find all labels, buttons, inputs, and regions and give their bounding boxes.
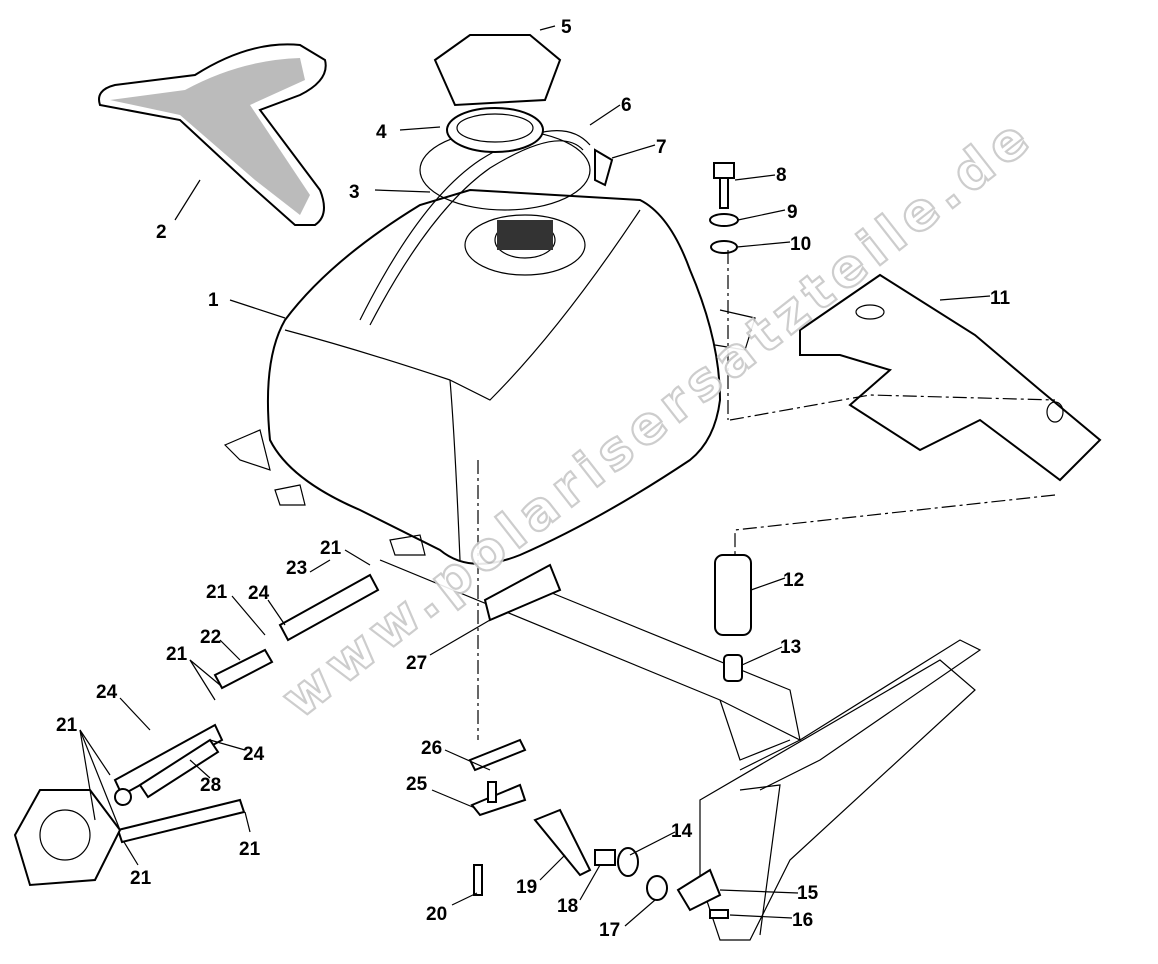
part-mount-bracket [727, 250, 1102, 560]
callout-16: 16 [792, 910, 813, 931]
callout-5: 5 [561, 17, 572, 38]
callout-15: 15 [797, 883, 819, 904]
part-bolt-washers [709, 162, 739, 254]
callout-10: 10 [790, 234, 811, 255]
callout-28: 28 [200, 775, 221, 796]
callouts: 1 2 3 4 5 6 7 8 9 10 11 12 13 14 15 16 1… [56, 17, 1011, 941]
part-bushing [723, 654, 743, 682]
callout-20: 20 [426, 904, 447, 925]
callout-21: 21 [320, 538, 342, 559]
part-spacer [714, 554, 752, 636]
callout-7: 7 [656, 137, 667, 158]
callout-23: 23 [286, 558, 307, 579]
callout-21: 21 [166, 644, 188, 665]
callout-4: 4 [376, 122, 387, 143]
part-fuel-valve [468, 738, 729, 919]
part-elbow-fitting [594, 148, 614, 187]
callout-13: 13 [780, 637, 801, 658]
leader-lines [79, 25, 991, 927]
part-fuel-hoses-pump [13, 573, 380, 887]
part-fuel-cap [419, 34, 591, 211]
callout-24: 24 [243, 744, 265, 765]
callout-12: 12 [783, 570, 804, 591]
callout-8: 8 [776, 165, 787, 186]
part-fuel-tank [223, 129, 756, 565]
part-pad [483, 563, 562, 622]
callout-14: 14 [671, 821, 693, 842]
callout-3: 3 [349, 182, 360, 203]
callout-19: 19 [516, 877, 537, 898]
callout-22: 22 [200, 627, 221, 648]
callout-21: 21 [206, 582, 228, 603]
callout-18: 18 [557, 896, 578, 917]
callout-6: 6 [621, 95, 632, 116]
callout-21: 21 [239, 839, 261, 860]
callout-21: 21 [56, 715, 78, 736]
callout-9: 9 [787, 202, 798, 223]
callout-11: 11 [990, 288, 1011, 309]
callout-24: 24 [248, 583, 270, 604]
callout-27: 27 [406, 653, 427, 674]
callout-17: 17 [599, 920, 620, 941]
callout-21: 21 [130, 868, 152, 889]
part-frame [379, 559, 982, 941]
callout-1: 1 [208, 290, 219, 311]
callout-26: 26 [421, 738, 442, 759]
part-foam-pad [98, 43, 327, 226]
callout-25: 25 [406, 774, 428, 795]
callout-2: 2 [156, 222, 167, 243]
callout-24: 24 [96, 682, 118, 703]
